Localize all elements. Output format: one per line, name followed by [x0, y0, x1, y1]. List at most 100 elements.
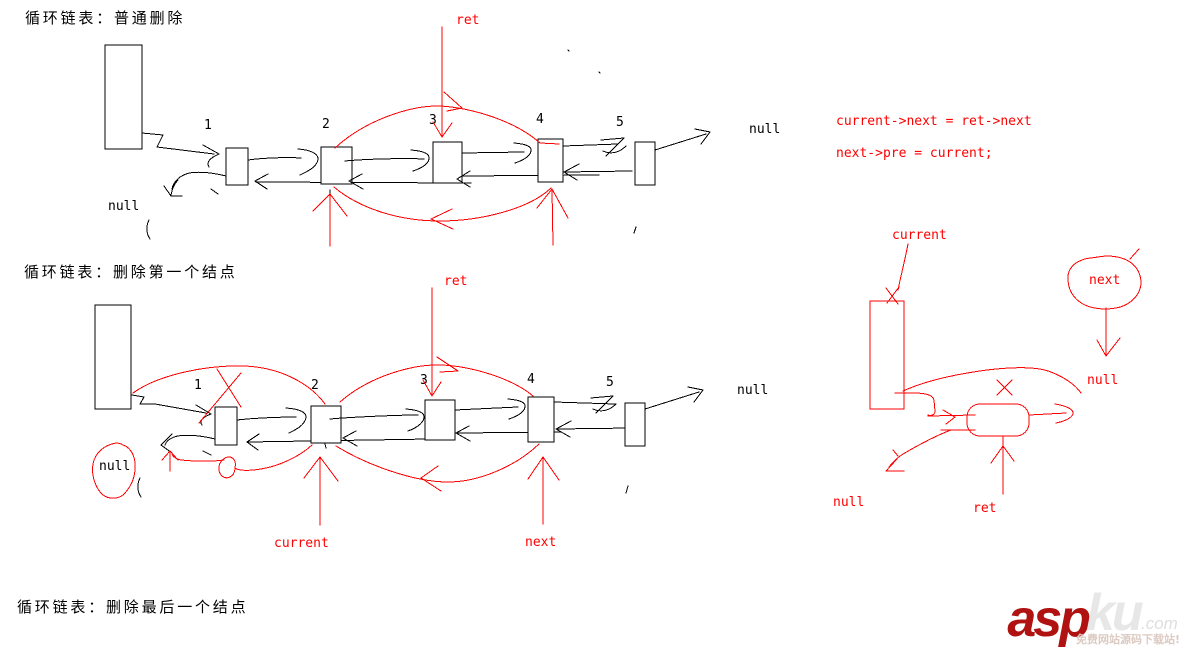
watermark-tagline: 免费网站源码下载站!	[1076, 632, 1180, 646]
d2-node2-box	[310, 405, 342, 444]
d1-paren-mark	[146, 219, 151, 240]
d3-next-null-arrow-head	[1096, 337, 1121, 357]
d1-node1-box	[225, 147, 249, 186]
d3-step-line	[913, 392, 936, 416]
d2-ret-arrow-head	[422, 379, 442, 397]
d3-ret-label: ret	[973, 501, 996, 516]
d1-node3-label: 3	[429, 113, 437, 128]
d2-skip-arc-bottom-head	[420, 465, 442, 492]
d2-current-label: current	[274, 536, 329, 551]
d3-cross-mark	[996, 379, 1013, 396]
ink-layer: 循环链表：普通删除 循环链表：删除第一个结点 循环链表：删除最后一个结点 1 2…	[17, 9, 780, 616]
section1-title: 循环链表：普通删除	[25, 9, 185, 27]
d2-next-5tonull-line	[644, 391, 700, 410]
d2-node4-box	[527, 396, 555, 443]
d2-node1-cross	[198, 368, 242, 424]
d2-node3-box	[424, 399, 456, 441]
d2-node5-label: 5	[606, 375, 614, 390]
d2-back-head-at-node2	[342, 430, 358, 447]
d2-red: ret current next	[92, 274, 560, 551]
d3-curve-to-null-prev	[888, 429, 952, 468]
d2-swoop-loop	[218, 456, 236, 479]
d3-right-arrow-head	[1054, 403, 1074, 424]
d1-node5-label: 5	[616, 115, 624, 130]
d1-back-line-5to4	[563, 170, 633, 173]
d1-black: 1 2 3 4 5 null	[108, 49, 780, 240]
d2-back-head-at-node4	[555, 420, 572, 438]
d2-paren-mark	[137, 477, 142, 498]
d1-node1-label: 1	[204, 118, 212, 133]
d1-dash-mark	[210, 188, 219, 195]
d1-dot1	[567, 49, 570, 52]
d1-back-head-at-node1	[254, 173, 269, 190]
section2-title: 循环链表：删除第一个结点	[24, 263, 238, 281]
d2-null-up-arrow	[161, 450, 179, 472]
d1-tick-mark	[633, 226, 637, 234]
d1-head-arrow-head	[202, 144, 220, 168]
d1-null-tail-label: null	[749, 122, 780, 137]
behind-lines	[247, 170, 633, 443]
d2-node2-bottom-tick	[324, 443, 327, 449]
d1-next-4to5-head-curl	[602, 145, 627, 154]
d3-next-blob	[1067, 255, 1142, 310]
d2-next-arrow-head	[527, 456, 560, 481]
watermark: asp ku .com 免费网站源码下载站!	[1007, 584, 1180, 648]
d1-head-box	[104, 44, 143, 150]
d1-next-3to4-line	[461, 151, 525, 154]
d1-dot2	[598, 71, 601, 74]
d2-next-5tonull-head	[687, 386, 704, 403]
code-annotation: current->next = ret->next next->pre = cu…	[836, 114, 1032, 161]
d1-next-4to5-head	[600, 137, 625, 157]
d3-next-label: next	[1089, 273, 1120, 288]
d2-back-head-at-node1	[246, 433, 260, 451]
d2-black: 1 2 3 4 5 null	[99, 372, 768, 498]
d3-ret-arrow-head	[990, 445, 1015, 464]
d3-next-blob-tail	[1129, 248, 1140, 260]
d1-skip-arc-bottom	[333, 186, 552, 222]
d1-skip-arc-bottom-head	[430, 208, 454, 230]
d2-ret-label: ret	[444, 274, 467, 289]
d1-back-head-at-node4	[563, 163, 580, 181]
d1-back-head-at-node2	[348, 173, 364, 190]
d1-prev-1tonull-line	[171, 171, 227, 190]
d2-node5-box	[624, 402, 646, 447]
d3-null-next-label: null	[1087, 373, 1118, 388]
watermark-brand-secondary: ku	[1086, 584, 1143, 642]
d1-next-3to4-head	[513, 142, 532, 164]
d1-next-5tonull-line	[654, 133, 707, 151]
d2-next-label: next	[525, 535, 556, 550]
d2-prev-1tonull-head	[160, 433, 173, 454]
d3-red: current next null	[833, 228, 1142, 516]
d1-node4-up-arrow-line	[551, 188, 554, 246]
d1-node4-label: 4	[536, 112, 544, 127]
d1-ret-label: ret	[456, 13, 479, 28]
d2-swoop-line	[234, 444, 313, 471]
d1-next-1to2-line	[247, 157, 302, 161]
d2-head-arrow-line	[131, 394, 207, 414]
d3-current-label: current	[892, 228, 947, 243]
d2-node1-label: 1	[194, 378, 202, 393]
node-boxes	[94, 44, 656, 447]
d2-head-skip-arc	[132, 365, 326, 405]
d3-current-arrow-line	[897, 243, 909, 291]
d1-back-line-4to3	[459, 174, 600, 177]
d1-head-arrow-line	[141, 132, 215, 155]
d3-right-arrow-line	[1028, 412, 1067, 416]
d2-next-3to4-head	[507, 398, 526, 420]
d3-curve-to-null-prev-head	[885, 458, 905, 472]
d2-node4-label: 4	[527, 372, 535, 387]
d2-node1-box	[214, 406, 238, 446]
d3-step-arrow-head	[942, 409, 956, 425]
d1-next-2to3-line	[344, 158, 425, 162]
d2-head-arrow-head	[195, 404, 212, 426]
d3-ret-node-box	[966, 403, 1030, 437]
d2-skip-arc-top-head	[436, 356, 459, 373]
d1-node5-box	[634, 141, 656, 186]
d1-next-1to2-head	[297, 148, 319, 176]
d1-node2-label: 2	[322, 117, 330, 132]
d1-next-4to5-line	[562, 143, 619, 147]
d2-swoop-tail	[171, 453, 225, 462]
d2-next-2to3-line	[329, 414, 419, 420]
